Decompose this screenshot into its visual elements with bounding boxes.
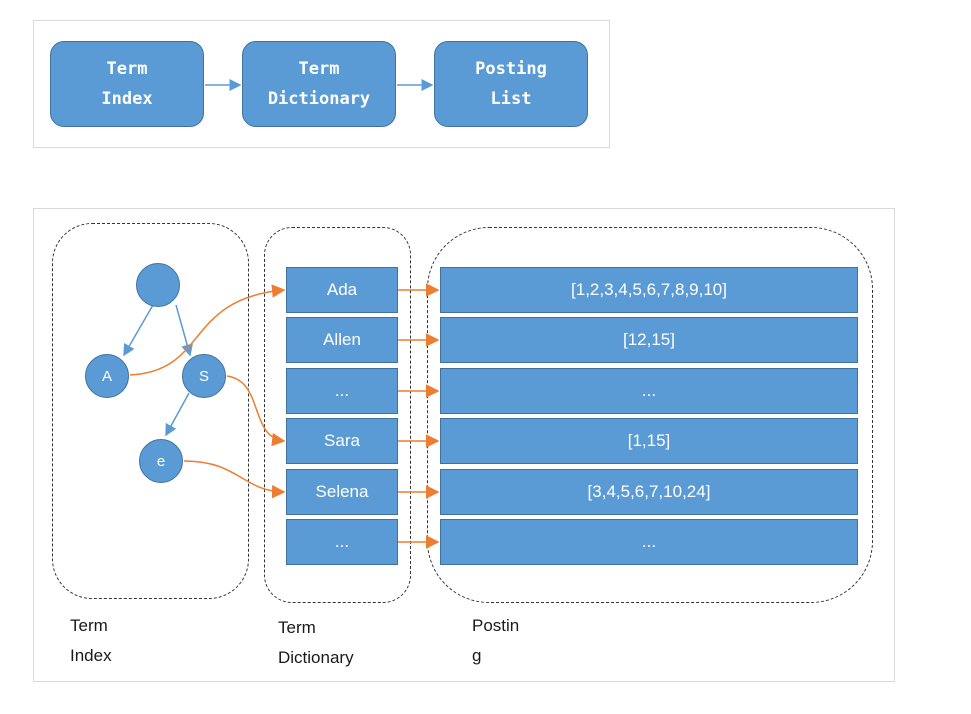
posting-list-group xyxy=(427,227,873,603)
dictionary-term: Allen xyxy=(286,317,398,363)
flow-box-term-index: Term Index xyxy=(50,41,204,127)
link-e-to-selena xyxy=(183,460,286,499)
tree-node-s: S xyxy=(182,354,226,398)
posting-list-row: ... xyxy=(440,519,858,565)
term-dictionary-group xyxy=(264,227,411,603)
posting-list-row: ... xyxy=(440,368,858,414)
caption-line: Term xyxy=(278,618,316,637)
flow-box-line: Dictionary xyxy=(267,89,371,109)
tree-edge-s-e xyxy=(165,392,190,437)
flow-panel: Term Index Term Dictionary Posting List xyxy=(33,20,610,148)
flow-box-posting-list: Posting List xyxy=(434,41,588,127)
posting-list-row: [3,4,5,6,7,10,24] xyxy=(440,469,858,515)
dictionary-term: Selena xyxy=(286,469,398,515)
posting-list-row: [1,2,3,4,5,6,7,8,9,10] xyxy=(440,267,858,313)
caption-term-index: Term Index xyxy=(70,611,112,671)
tree-edge-root-a xyxy=(123,304,154,357)
tree-node-a: A xyxy=(85,354,129,398)
caption-line: Term xyxy=(70,616,108,635)
dictionary-term: ... xyxy=(286,519,398,565)
link-a-to-ada xyxy=(129,284,286,376)
flow-box-line: Term xyxy=(298,59,340,79)
flow-box-line: List xyxy=(490,89,532,109)
tree-edge-root-s xyxy=(175,304,193,357)
caption-line: g xyxy=(472,646,482,665)
posting-list-row: [12,15] xyxy=(440,317,858,363)
caption-posting: Postin g xyxy=(472,611,519,671)
caption-line: Index xyxy=(70,646,112,665)
index-structure-panel: A S e Ada Allen ... Sara Selena ... [1,2… xyxy=(33,208,895,682)
dictionary-term: ... xyxy=(286,368,398,414)
flow-box-line: Posting xyxy=(475,59,547,79)
flow-arrows xyxy=(205,79,434,91)
dictionary-term: Ada xyxy=(286,267,398,313)
flow-box-line: Term xyxy=(106,59,148,79)
term-index-group xyxy=(52,223,249,599)
flow-box-term-dictionary: Term Dictionary xyxy=(242,41,396,127)
link-s-to-sara xyxy=(226,375,286,447)
connector-layer xyxy=(123,283,440,549)
dictionary-term: Sara xyxy=(286,418,398,464)
tree-node-e: e xyxy=(139,439,183,483)
caption-term-dictionary: Term Dictionary xyxy=(278,613,354,673)
caption-line: Postin xyxy=(472,616,520,635)
tree-root-node xyxy=(136,263,180,307)
flow-box-line: Index xyxy=(101,89,153,109)
caption-line: Dictionary xyxy=(278,648,354,667)
posting-list-row: [1,15] xyxy=(440,418,858,464)
